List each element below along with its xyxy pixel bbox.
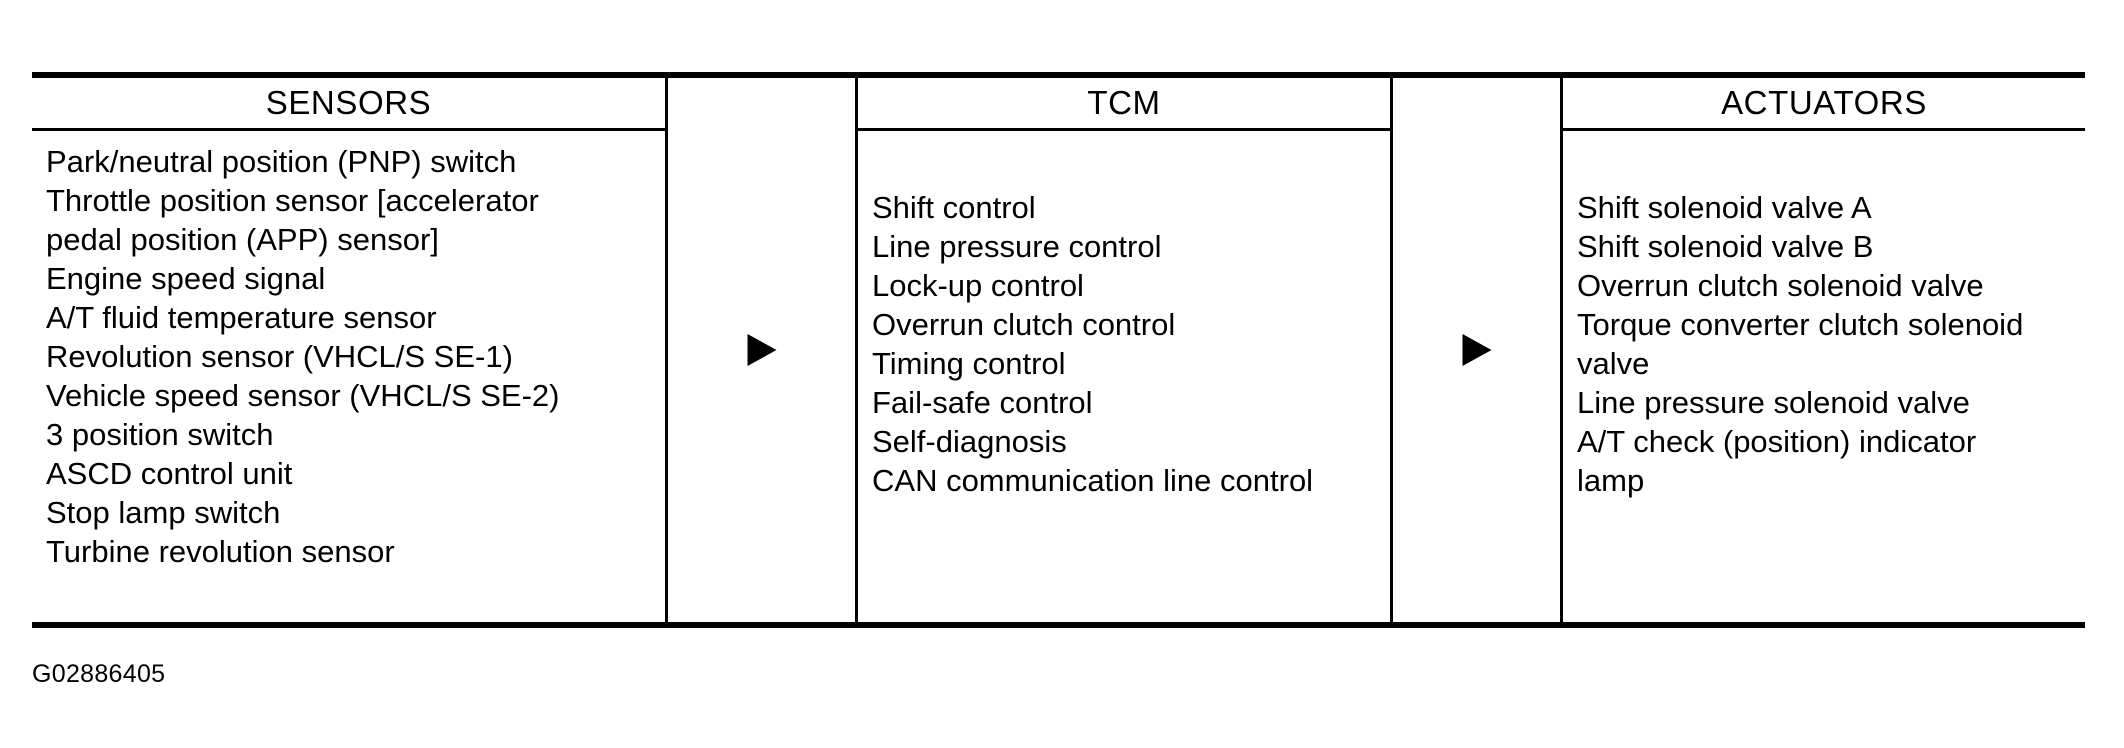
divider-arrow1-right	[855, 78, 858, 622]
list-item: Vehicle speed sensor (VHCL/S SE-2)	[46, 378, 560, 413]
tcm-list: Shift control Line pressure control Lock…	[858, 188, 1390, 500]
list-item: Overrun clutch control	[872, 307, 1176, 342]
list-item: Engine speed signal	[46, 261, 326, 296]
list-item: pedal position (APP) sensor]	[46, 222, 439, 257]
list-item: Shift control	[872, 190, 1036, 225]
divider-sensors-right	[665, 78, 668, 622]
list-item: Park/neutral position (PNP) switch	[46, 144, 517, 179]
list-item: Line pressure control	[872, 229, 1162, 264]
column-sensors: SENSORS Park/neutral position (PNP) swit…	[32, 78, 665, 622]
figure-caption: G02886405	[32, 660, 166, 688]
column-tcm: TCM Shift control Line pressure control …	[858, 78, 1390, 622]
control-system-table: SENSORS Park/neutral position (PNP) swit…	[32, 72, 2085, 628]
sensors-list: Park/neutral position (PNP) switch Throt…	[32, 142, 665, 571]
table-top-rule	[32, 72, 2085, 78]
list-item: CAN communication line control	[872, 463, 1314, 498]
arrow-cell-sensors-to-tcm	[668, 78, 855, 622]
list-item: A/T fluid temperature sensor	[46, 300, 437, 335]
list-item: valve	[1577, 346, 1650, 381]
arrow-cell-tcm-to-actuators	[1393, 78, 1560, 622]
list-item: 3 position switch	[46, 417, 274, 452]
column-title-actuators: ACTUATORS	[1721, 84, 1927, 121]
header-rule-actuators	[1563, 128, 2085, 131]
list-item: ASCD control unit	[46, 456, 293, 491]
list-item: lamp	[1577, 463, 1645, 498]
column-title-tcm: TCM	[1087, 84, 1161, 121]
list-item: Shift solenoid valve B	[1577, 229, 1874, 264]
arrow-right-icon	[747, 334, 776, 366]
arrow-right-icon	[1462, 334, 1491, 366]
divider-tcm-right	[1390, 78, 1393, 622]
list-item: Line pressure solenoid valve	[1577, 385, 1970, 420]
list-item: Stop lamp switch	[46, 495, 281, 530]
actuators-list: Shift solenoid valve A Shift solenoid va…	[1563, 188, 2085, 500]
list-item: Overrun clutch solenoid valve	[1577, 268, 1984, 303]
list-item: Self-diagnosis	[872, 424, 1067, 459]
list-item: A/T check (position) indicator	[1577, 424, 1977, 459]
table-bottom-rule	[32, 622, 2085, 628]
list-item: Torque converter clutch solenoid	[1577, 307, 2024, 342]
list-item: Timing control	[872, 346, 1066, 381]
list-item: Turbine revolution sensor	[46, 534, 395, 569]
list-item: Shift solenoid valve A	[1577, 190, 1872, 225]
list-item: Fail-safe control	[872, 385, 1093, 420]
column-title-sensors: SENSORS	[265, 84, 432, 121]
list-item: Lock-up control	[872, 268, 1084, 303]
header-rule-tcm	[858, 128, 1390, 131]
header-rule-sensors	[32, 128, 665, 131]
column-actuators: ACTUATORS Shift solenoid valve A Shift s…	[1563, 78, 2085, 622]
list-item: Throttle position sensor [accelerator	[46, 183, 539, 218]
list-item: Revolution sensor (VHCL/S SE-1)	[46, 339, 513, 374]
divider-arrow2-right	[1560, 78, 1563, 622]
